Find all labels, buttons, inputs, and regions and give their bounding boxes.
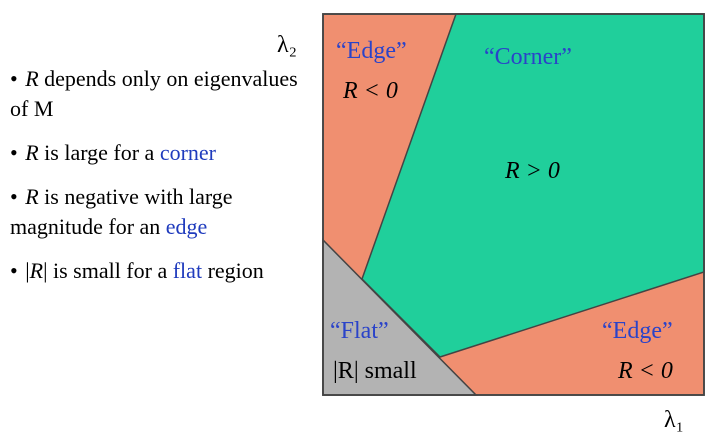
bullet-text: | — [25, 258, 30, 283]
bullet-text: corner — [159, 140, 217, 165]
y-axis-label: λ₂ — [277, 32, 297, 58]
bullet-text: flat — [172, 258, 203, 283]
bullet-text: | is small for a — [43, 258, 173, 283]
bullet-text: R — [25, 140, 39, 165]
bullet-item: • R depends only on eigenvalues of M — [10, 64, 310, 124]
corner-title: “Corner” — [484, 44, 572, 70]
x-axis-label: λ₁ — [664, 407, 684, 433]
bullet-text: edge — [165, 214, 208, 239]
bullet-item: • R is large for a corner — [10, 138, 310, 168]
edge-top-title: “Edge” — [336, 38, 407, 64]
edge-bottom-condition: R < 0 — [617, 358, 673, 384]
bullet-text: depends only on eigenvalues of M — [10, 66, 298, 121]
bullet-item: • |R| is small for a flat region — [10, 256, 310, 286]
bullet-text: is negative with large magnitude for an — [10, 184, 233, 239]
edge-bottom-title: “Edge” — [602, 318, 673, 344]
bullet-text: is large for a — [38, 140, 160, 165]
bullet-text: R — [25, 184, 39, 209]
bullet-dot: • — [10, 258, 24, 283]
bullet-list: • R depends only on eigenvalues of M• R … — [10, 64, 310, 300]
bullet-dot: • — [10, 184, 24, 209]
bullet-text: region — [202, 258, 264, 283]
bullet-text: R — [29, 258, 44, 283]
bullet-item: • R is negative with large magnitude for… — [10, 182, 310, 242]
plot-border — [322, 13, 705, 396]
corner-condition: R > 0 — [504, 158, 560, 184]
bullet-dot: • — [10, 66, 24, 91]
flat-title: “Flat” — [330, 318, 389, 344]
flat-condition: |R| small — [333, 358, 417, 384]
bullet-dot: • — [10, 140, 24, 165]
bullet-text: R — [25, 66, 39, 91]
edge-top-condition: R < 0 — [342, 78, 398, 104]
